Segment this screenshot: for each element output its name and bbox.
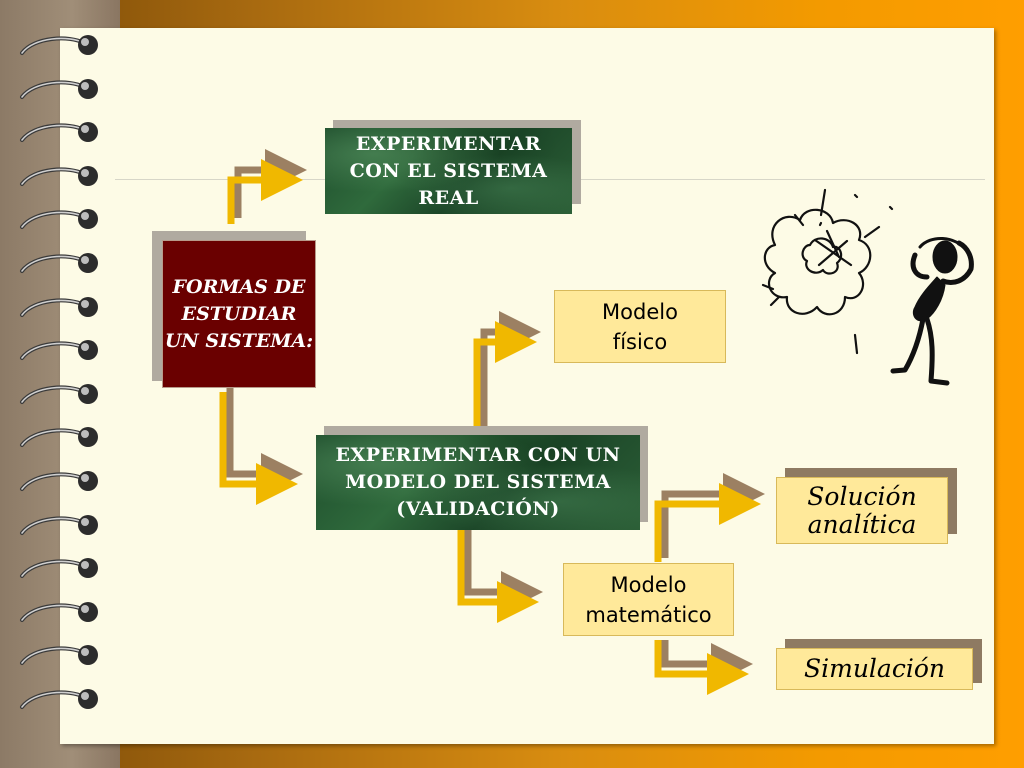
spiral-ring bbox=[14, 643, 104, 669]
spiral-ring bbox=[14, 120, 104, 146]
spiral-ring bbox=[14, 687, 104, 713]
spiral-ring bbox=[14, 33, 104, 59]
connector-root-to-modelo bbox=[219, 386, 303, 505]
analitica-node: Solución analítica bbox=[776, 477, 948, 544]
spiral-ring bbox=[14, 513, 104, 539]
simulacion-node: Simulación bbox=[776, 648, 973, 690]
real-node: EXPERIMENTAR CON EL SISTEMA REAL bbox=[325, 128, 572, 214]
matematico-node-label: Modelo matemático bbox=[585, 572, 712, 627]
spiral-ring bbox=[14, 338, 104, 364]
connector-matematico-to-analitica bbox=[654, 473, 765, 562]
connector-root-to-real bbox=[227, 149, 307, 224]
confused-figure-illustration bbox=[761, 188, 974, 386]
spiral-ring bbox=[14, 164, 104, 190]
spiral-ring bbox=[14, 556, 104, 582]
spiral-ring bbox=[14, 77, 104, 103]
connector-modelo-to-fisico bbox=[473, 311, 541, 434]
modelo-node: EXPERIMENTAR CON UN MODELO DEL SISTEMA (… bbox=[316, 435, 640, 530]
fisico-node-label: Modelo físico bbox=[602, 299, 678, 354]
root-node: FORMAS DE ESTUDIAR UN SISTEMA: bbox=[162, 240, 316, 388]
matematico-node: Modelo matemático bbox=[563, 563, 734, 636]
spiral-ring bbox=[14, 425, 104, 451]
spiral-ring bbox=[14, 295, 104, 321]
spiral-ring bbox=[14, 251, 104, 277]
root-node-label: FORMAS DE ESTUDIAR UN SISTEMA: bbox=[164, 275, 314, 352]
real-node-label: EXPERIMENTAR CON EL SISTEMA REAL bbox=[349, 132, 548, 209]
analitica-node-label: Solución analítica bbox=[807, 481, 917, 539]
spiral-ring bbox=[14, 469, 104, 495]
spiral-ring bbox=[14, 382, 104, 408]
fisico-node: Modelo físico bbox=[554, 290, 726, 363]
connector-modelo-to-matematico bbox=[457, 530, 543, 623]
modelo-node-label: EXPERIMENTAR CON UN MODELO DEL SISTEMA (… bbox=[335, 444, 621, 520]
spiral-ring bbox=[14, 207, 104, 233]
spiral-ring bbox=[14, 600, 104, 626]
connector-matematico-to-simulacion bbox=[654, 640, 753, 695]
simulacion-node-label: Simulación bbox=[804, 654, 945, 683]
